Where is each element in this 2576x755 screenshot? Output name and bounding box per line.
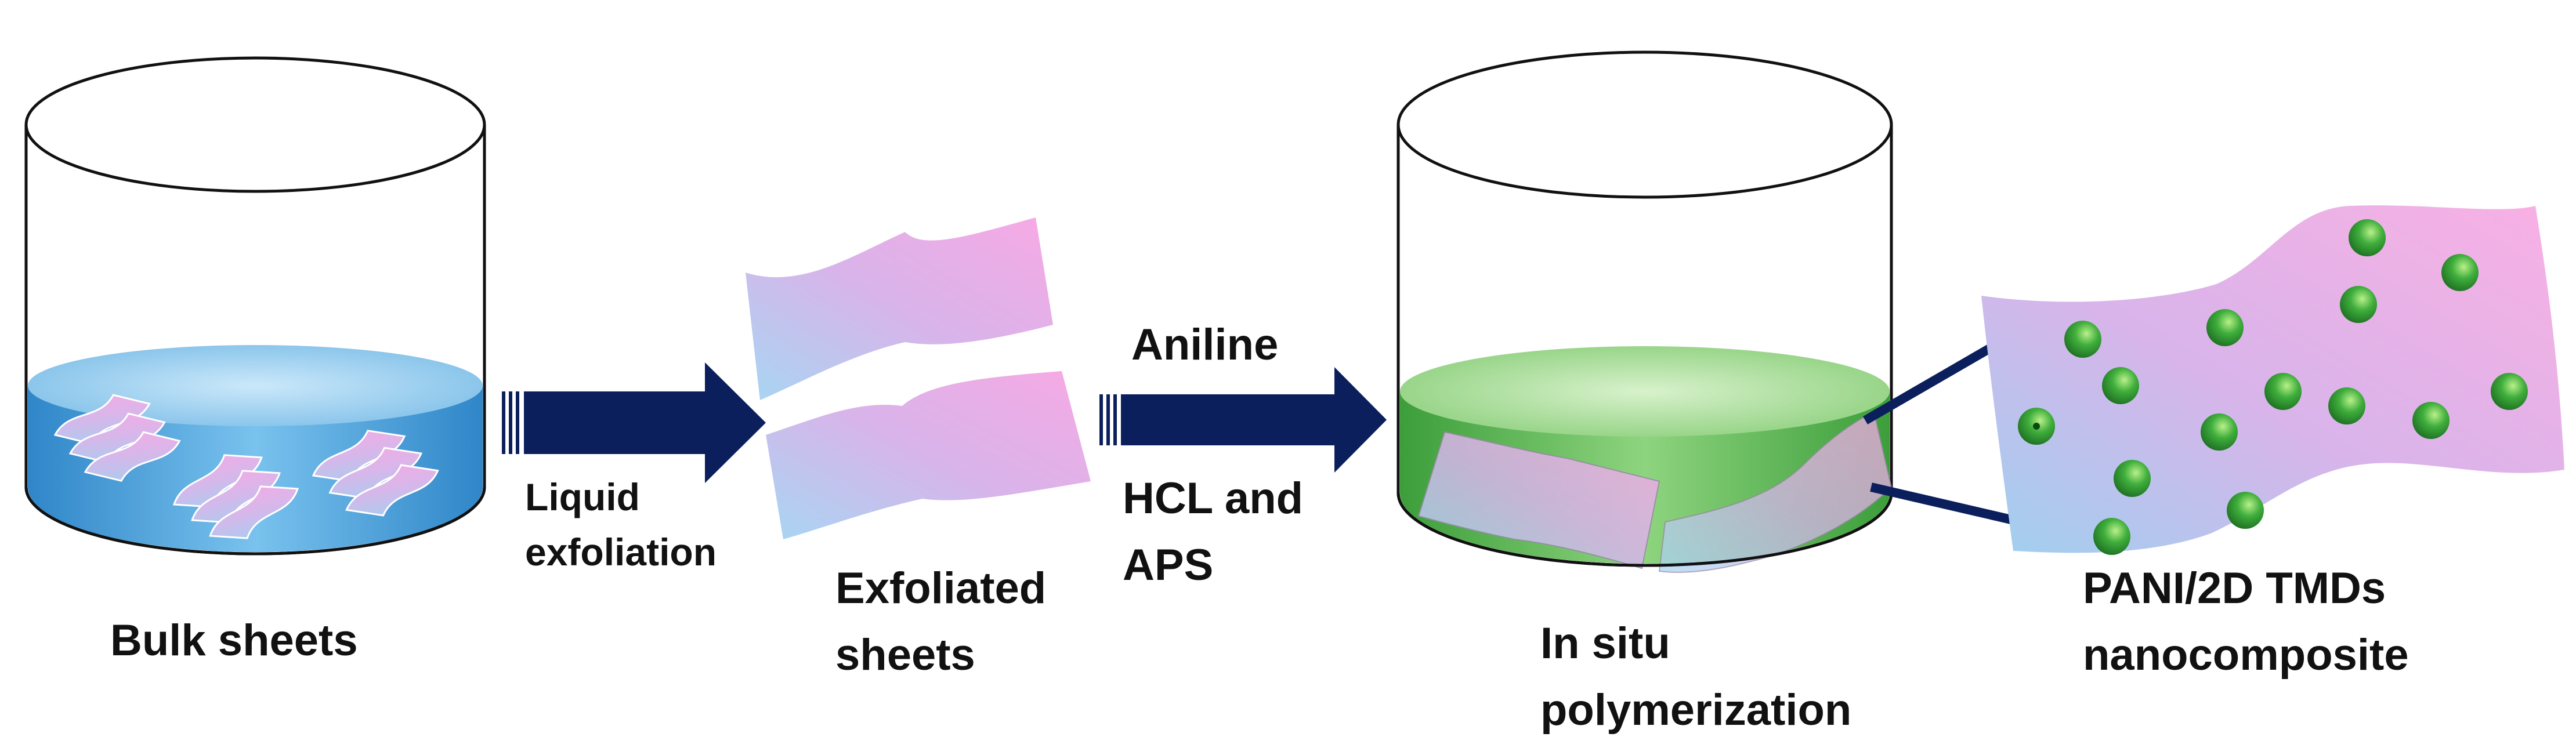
label-aps: APS [1123,540,1213,590]
label-exfoliation: exfoliation [525,531,717,573]
beaker-polymerization-surface [1400,346,1890,437]
nanoparticle-sphere [2064,321,2101,358]
label-pani-tmds: PANI/2D TMDs [2083,564,2386,613]
nanoparticle-sphere [2441,254,2479,291]
label-polymerization: polymerization [1540,685,1851,735]
pani-tmd-composite: PANI/2D TMDs nanocomposite [1981,205,2564,680]
beaker-bulk-rim [24,56,486,193]
nanoparticle-sphere [2227,492,2264,529]
nanoparticle-sphere [2264,373,2302,410]
exfoliated-sheets: Exfoliated sheets [746,217,1091,680]
nanoparticle-sphere [2114,460,2151,497]
beaker-polymerization: In situ polymerization [1396,50,1893,735]
label-nanocomposite: nanocomposite [2083,630,2409,680]
label-bulk-sheets: Bulk sheets [110,616,358,665]
bulk-sheet-stack-3 [312,430,439,517]
nanoparticle-sphere [2201,413,2238,451]
nanoparticle-sphere [2102,367,2139,404]
nanoparticle-sphere [2093,518,2130,555]
label-in-situ: In situ [1540,619,1670,668]
nanoparticle-sphere [2328,387,2365,424]
nanoparticle-sphere [2349,219,2386,256]
bulk-sheet-stack-1 [53,394,181,482]
nanoparticle-sphere [2340,286,2377,323]
nanoparticle-sphere [2491,373,2528,410]
nanoparticle-sphere [2412,402,2450,439]
label-exfoliated: Exfoliated [835,564,1046,613]
beaker-bulk: Bulk sheets [24,56,486,665]
nanoparticles [2018,219,2528,555]
sheet-in-solution-left [1417,431,1660,569]
arrow-liquid-exfoliation: Liquid exfoliation [502,362,766,573]
label-hcl-and: HCL and [1123,474,1303,523]
nanoparticle-sphere [2206,309,2244,346]
beaker-polymerization-rim [1396,50,1893,199]
bulk-sheet-stack-2 [172,454,299,539]
label-aniline: Aniline [1131,320,1278,369]
label-liquid: Liquid [525,475,640,518]
arrow-aniline: Aniline HCL and APS [1099,320,1387,590]
label-sheets: sheets [835,630,975,680]
exfoliated-sheet-bottom [766,371,1091,539]
exfoliated-sheet-top [746,217,1053,400]
